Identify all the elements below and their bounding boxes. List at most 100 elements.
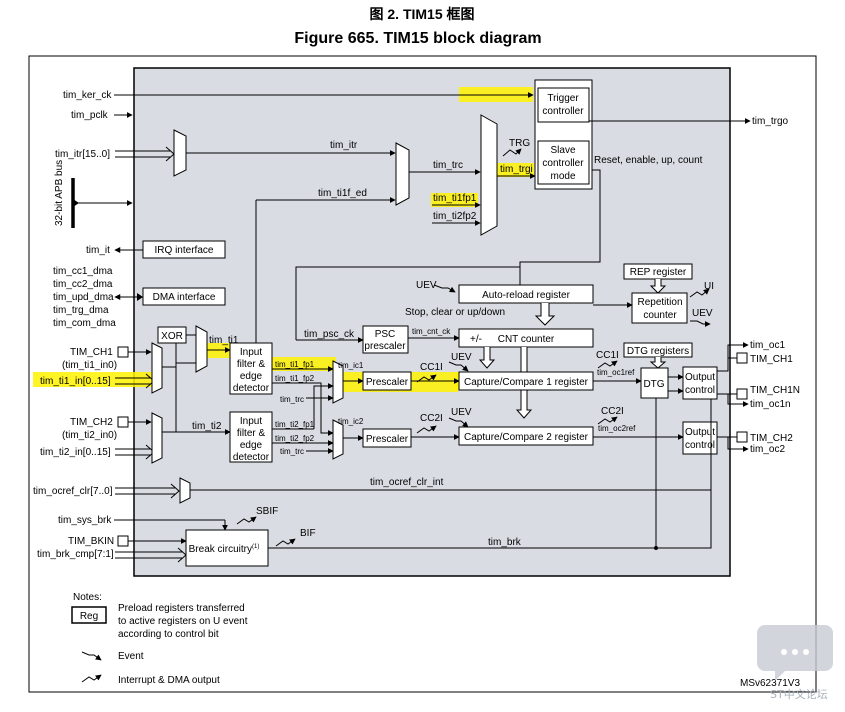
trc-mux [395, 142, 410, 206]
watermark-chat-icon [757, 625, 833, 681]
ocref-clr-mux [179, 477, 191, 504]
notes-reg-label: Reg [80, 611, 98, 622]
uev-rep-label: UEV [692, 308, 713, 319]
tim-psc-ck-label: tim_psc_ck [304, 329, 355, 340]
ch1-input-mux [151, 342, 163, 394]
oc2-wire [727, 437, 749, 452]
output-control-1-l1: Output [685, 372, 715, 383]
ch2-input-mux [151, 412, 163, 464]
plus-minus-label: +/- [470, 334, 482, 345]
tim-ch1n-pin [736, 388, 748, 400]
tim-trc-2-label: tim_trc [280, 447, 304, 456]
tim-ocref-clr-bus [115, 487, 175, 495]
uev-cc2-arrow [448, 417, 469, 428]
tim-ti2-in-bus [115, 448, 150, 456]
tim-ch2-label: TIM_CH2 [70, 417, 113, 428]
tim-ti1-fp1-label: tim_ti1_fp1 [275, 360, 315, 369]
uev-cc1-arrow [448, 361, 469, 372]
autoreload-register-label: Auto-reload register [482, 290, 570, 301]
psc-prescaler [362, 325, 409, 354]
trigger-mux [480, 114, 498, 236]
tim-brk-label: tim_brk [488, 537, 522, 548]
slave-controller-label2: controller [542, 158, 584, 169]
notes-reg-box [71, 606, 107, 624]
stop-clear-label: Stop, clear or up/down [405, 307, 505, 318]
tim-trc-label: tim_trc [433, 160, 463, 171]
tim-ch1-pin [117, 346, 129, 358]
tim-ti1f-ed-label: tim_ti1f_ed [318, 188, 367, 199]
dma-interface-label: DMA interface [153, 292, 216, 303]
input-filter-1-l4: detector [233, 383, 270, 394]
tim-oc1-label: tim_oc1 [750, 340, 785, 351]
output-control-2-l2: control [685, 440, 715, 451]
tim-ch1-out-label: TIM_CH1 [750, 354, 793, 365]
tim-ch2-out-label: TIM_CH2 [750, 433, 793, 444]
output-control-1-l2: control [685, 385, 715, 396]
tim-trg-dma-label: tim_trg_dma [53, 305, 109, 316]
tim-cc2-dma-label: tim_cc2_dma [53, 279, 113, 290]
tim-ch1n-label: TIM_CH1N [750, 385, 800, 396]
cc2i-label-b: CC2I [601, 406, 624, 417]
notes-heading: Notes: [73, 592, 102, 603]
tim-ti1-in-bus [115, 377, 150, 385]
repetition-counter [631, 292, 688, 324]
tim-ti2-fp2-label: tim_ti2_fp2 [275, 434, 315, 443]
cross-fp2-to-ch1 [313, 383, 334, 429]
tim-brk-cmp-label: tim_brk_cmp[7:1] [37, 549, 114, 560]
tim-ker-ck-label: tim_ker_ck [63, 90, 112, 101]
dtg-block [640, 367, 669, 399]
tim-brk-cmp-bus [115, 551, 182, 559]
output-control-1 [682, 366, 718, 400]
cnt-counter-label: CNT counter [498, 334, 555, 345]
brk-wire [268, 399, 712, 549]
notes-reg-desc-3: according to control bit [118, 629, 219, 640]
tim-com-dma-label: tim_com_dma [53, 318, 116, 329]
tim-it-label: tim_it [86, 245, 110, 256]
input-filter-1 [229, 342, 273, 395]
sbif-label: SBIF [256, 506, 278, 517]
tim-ch1-out-pin [736, 352, 748, 364]
tim-ti2-label: tim_ti2 [192, 421, 222, 432]
ti1-mux [195, 325, 208, 373]
notes-irq-label: Interrupt & DMA output [118, 675, 220, 686]
trigger-controller [537, 87, 590, 123]
tim-ti2-fp1-label: tim_ti2_fp1 [275, 420, 315, 429]
cc2i-label-a: CC2I [420, 413, 443, 424]
uev-top-label: UEV [416, 280, 437, 291]
watermark-text: ST中文论坛 [770, 687, 828, 701]
highlight-ti1-in [33, 372, 153, 387]
tim-ocref-clr-arrow [170, 483, 180, 499]
bif-label: BIF [300, 528, 316, 539]
tim-ti2fp2-label: tim_ti2fp2 [433, 211, 477, 222]
cc1i-label-b: CC1I [596, 350, 619, 361]
tim-trgo-label: tim_trgo [752, 116, 789, 127]
dtg-registers-label: DTG registers [627, 346, 689, 357]
irq-interface-label: IRQ interface [155, 245, 214, 256]
trigger-controller-label2: controller [542, 106, 584, 117]
repetition-counter-label2: counter [643, 310, 677, 321]
repetition-counter-label1: Repetition [637, 297, 682, 308]
psc-prescaler-label2: prescaler [364, 341, 406, 352]
notes-reg-desc-1: Preload registers transferred [118, 603, 245, 614]
input-filter-1-l3: edge [240, 371, 263, 382]
trigger-controller-label: Trigger [547, 93, 579, 104]
output-control-2-l1: Output [685, 427, 715, 438]
cc2i-arrow-a [416, 425, 437, 434]
bif-arrow [275, 538, 296, 547]
cc2-register-label: Capture/Compare 2 register [464, 432, 589, 443]
cnt-cc1-arrow-a [478, 347, 496, 369]
tim-sys-brk-label: tim_sys_brk [58, 515, 112, 526]
figure-title-cn: 图 2. TIM15 框图 [369, 6, 474, 22]
apb-bus-label: 32-bit APB bus [54, 160, 65, 226]
slave-controller [537, 140, 590, 185]
tim-oc1ref-label: tim_oc1ref [597, 368, 635, 377]
ui-arrow [689, 288, 710, 298]
uev-cc2-label: UEV [451, 407, 472, 418]
tim-ti1-in0-label: (tim_ti1_in0) [62, 360, 117, 371]
highlight-ti1fp1 [431, 193, 478, 207]
tim-ch2-out-pin [736, 431, 748, 443]
slave-to-counter-wire [519, 169, 601, 288]
input-filter-2-l1: Input [240, 416, 262, 427]
prescaler-2 [362, 428, 412, 448]
